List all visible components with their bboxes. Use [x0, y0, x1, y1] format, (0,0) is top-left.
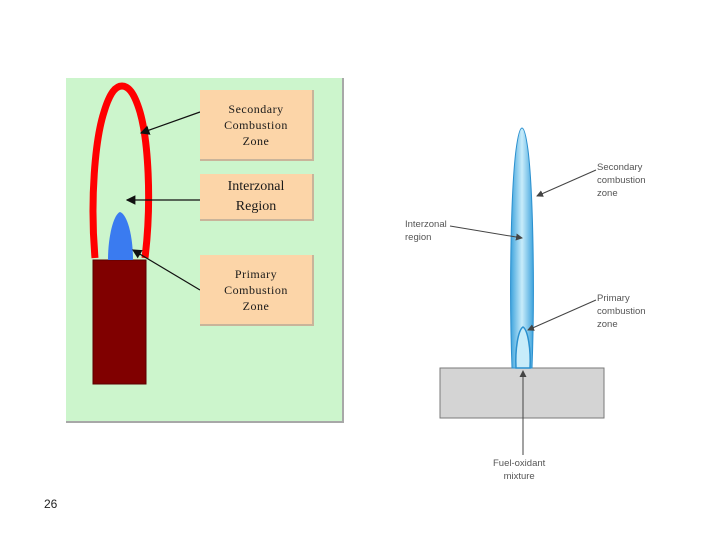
burner-body: [92, 259, 147, 385]
secondary-zone-arrow: [139, 111, 201, 135]
interzonal-leader: [449, 225, 523, 241]
primary-zone-arrow: [131, 249, 201, 291]
fuel-oxidant-label: Fuel-oxidant mixture: [493, 458, 546, 482]
inner-flame-cone: [515, 326, 531, 369]
outer-flame: [510, 127, 534, 369]
right-interzonal-label: Interzonal region: [405, 219, 447, 243]
primary-flame-cone: [108, 212, 133, 260]
secondary-zone-leader: [536, 169, 597, 197]
right-secondary-zone-label: Secondary combustion zone: [597, 162, 646, 199]
right-primary-zone-label: Primary combustion zone: [597, 293, 646, 330]
slide-number: 26: [44, 497, 58, 511]
secondary-zone-label: Secondary Combustion Zone: [200, 90, 314, 161]
burner-block: [439, 367, 605, 419]
secondary-flame-outline: [89, 82, 153, 259]
primary-zone-leader: [527, 299, 597, 331]
primary-zone-label: Primary Combustion Zone: [200, 255, 314, 326]
interzonal-region-label: Interzonal Region: [200, 174, 314, 221]
